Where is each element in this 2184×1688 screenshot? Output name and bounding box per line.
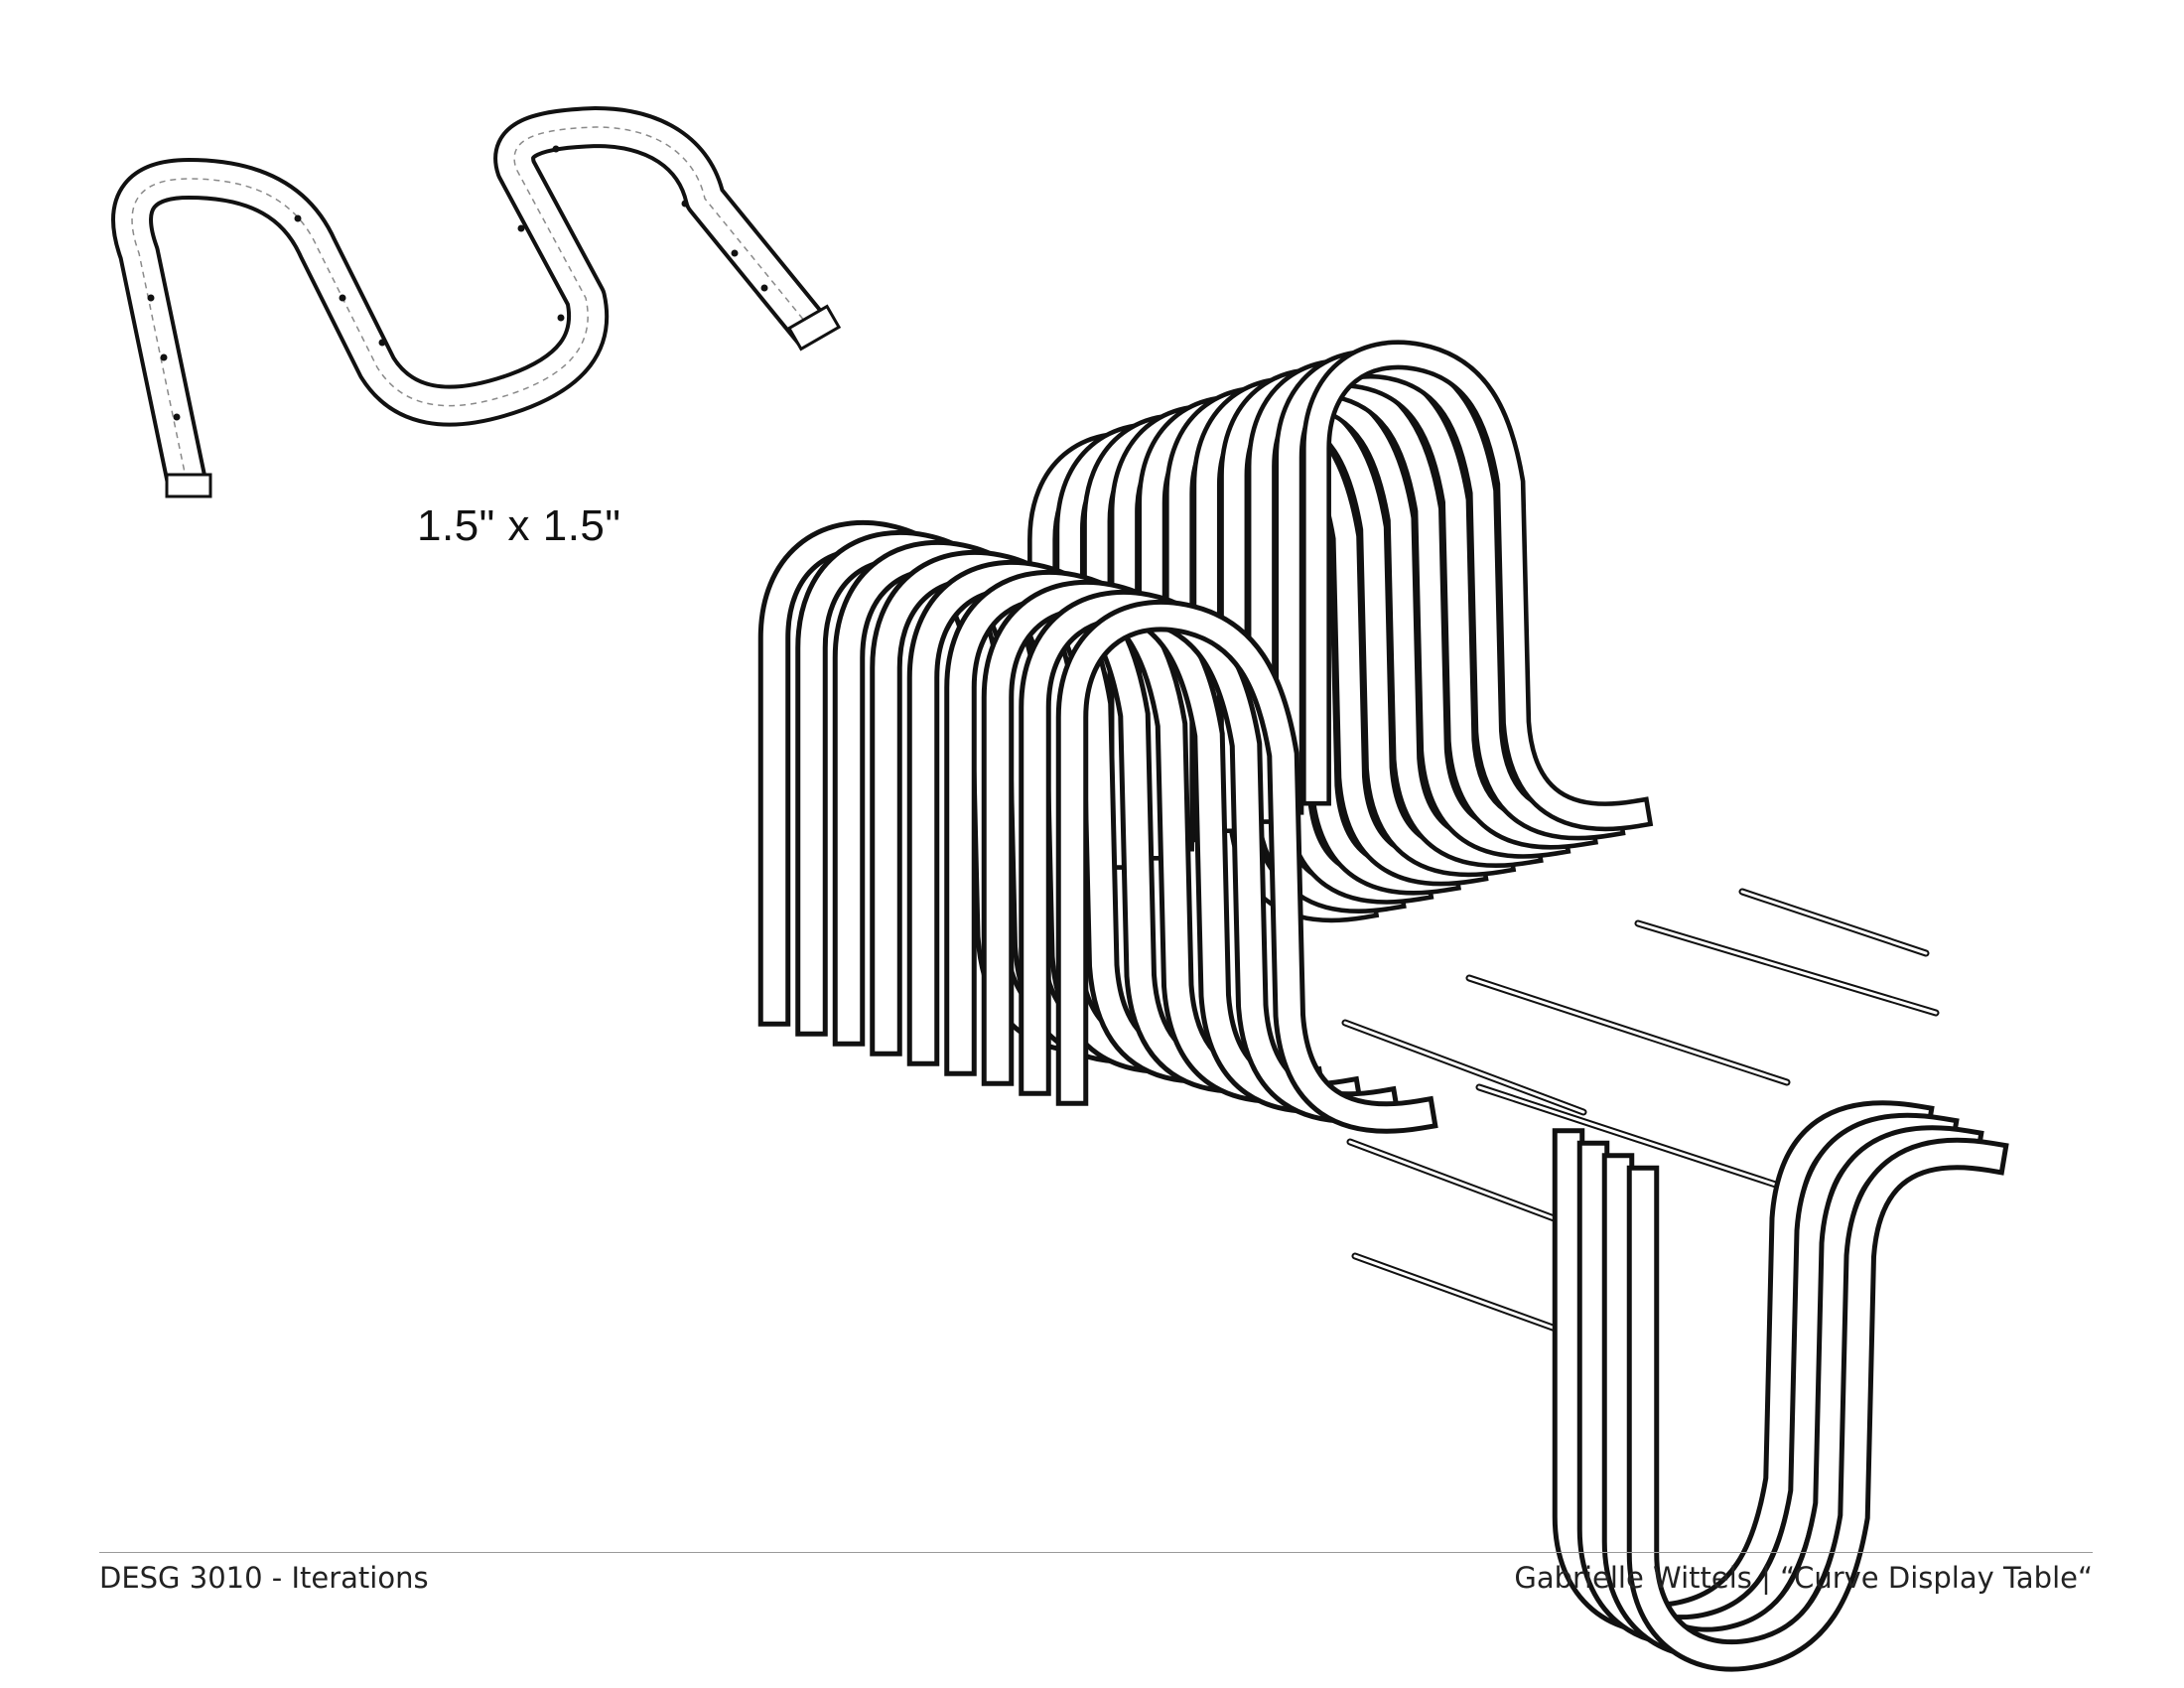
footer-credit: Gabrielle Wittels | “Curve Display Table… <box>1514 1561 2093 1595</box>
footer-divider <box>99 1552 2093 1553</box>
rib-dowel-assembly <box>1341 888 1990 1655</box>
dimension-label: 1.5" x 1.5" <box>417 501 621 550</box>
single-s-bar <box>111 106 842 498</box>
rib-stack-assembly <box>774 354 1636 1117</box>
footer-course: DESG 3010 - Iterations <box>99 1561 429 1595</box>
